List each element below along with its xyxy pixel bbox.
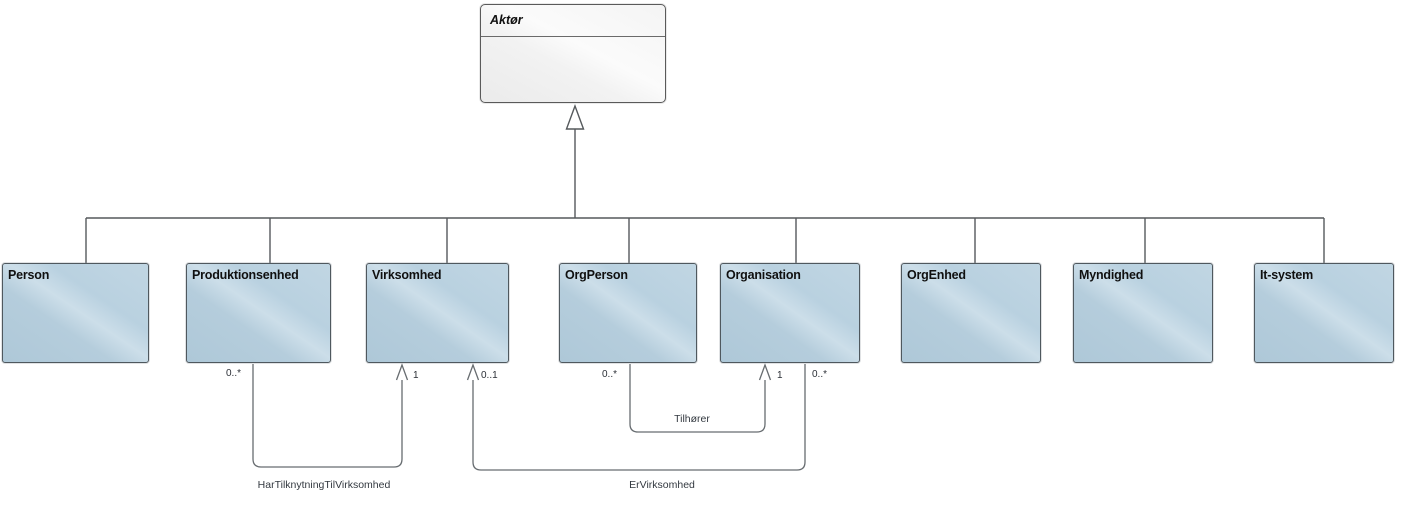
association-ervirksomhed xyxy=(472,364,806,471)
class-box-virksomhed: Virksomhed xyxy=(366,263,509,363)
class-name-label: OrgEnhed xyxy=(907,268,966,282)
association-tilhoerer xyxy=(629,364,766,433)
generalization-triangle-icon xyxy=(565,103,585,130)
association-arrow-icon xyxy=(395,363,409,381)
multiplicity-hartilknytning-to: 1 xyxy=(413,370,419,381)
class-box-produktionsenhed: Produktionsenhed xyxy=(186,263,331,363)
class-box-aktoer: Aktør xyxy=(480,4,666,103)
class-name-label: Myndighed xyxy=(1079,268,1144,282)
multiplicity-tilhoerer-to: 1 xyxy=(777,370,783,381)
class-name-label: Organisation xyxy=(726,268,801,282)
class-box-orgenhed: OrgEnhed xyxy=(901,263,1041,363)
class-name-label: Virksomhed xyxy=(372,268,442,282)
class-name-label: Produktionsenhed xyxy=(192,268,299,282)
class-box-itsystem: It-system xyxy=(1254,263,1394,363)
class-box-myndighed: Myndighed xyxy=(1073,263,1213,363)
multiplicity-hartilknytning-from: 0..* xyxy=(226,368,242,379)
association-hartilknytningtilvirksomhed xyxy=(252,364,403,468)
multiplicity-tilhoerer-from: 0..* xyxy=(602,369,618,380)
association-label-ervirksomhed: ErVirksomhed xyxy=(629,479,695,491)
multiplicity-ervirksomhed-to: 0..1 xyxy=(481,370,498,381)
class-name-label: Person xyxy=(8,268,50,282)
class-name-label: Aktør xyxy=(490,13,523,27)
class-name-label: OrgPerson xyxy=(565,268,628,282)
association-arrow-icon xyxy=(758,363,772,381)
class-box-organisation: Organisation xyxy=(720,263,860,363)
class-name-label: It-system xyxy=(1260,268,1314,282)
class-name-compartment: Aktør xyxy=(481,5,665,37)
association-label-hartilknytningtilvirksomhed: HarTilknytningTilVirksomhed xyxy=(257,479,391,491)
association-label-tilhoerer: Tilhører xyxy=(674,413,710,425)
class-box-orgperson: OrgPerson xyxy=(559,263,697,363)
association-arrow-icon xyxy=(466,363,480,381)
multiplicity-ervirksomhed-from: 0..* xyxy=(812,369,828,380)
class-box-person: Person xyxy=(2,263,149,363)
